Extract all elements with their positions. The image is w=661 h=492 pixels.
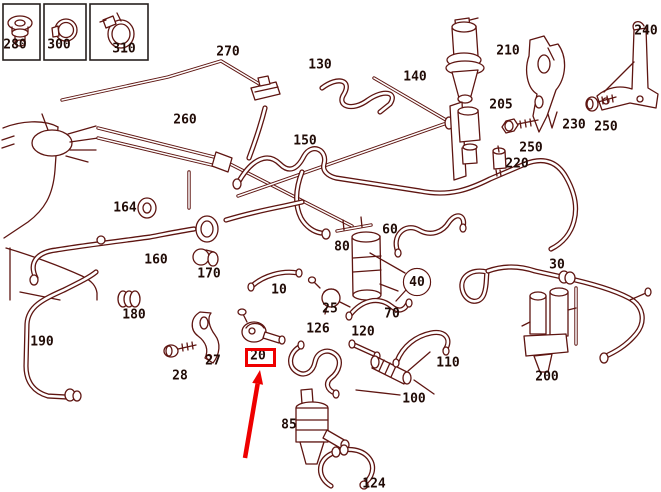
car-body-sketch <box>1 121 98 301</box>
screw-230 <box>501 111 558 134</box>
vacuum-manifold <box>31 113 99 163</box>
hose-190 <box>26 272 96 402</box>
hose-70 <box>345 299 413 321</box>
pipe-260 <box>96 126 354 228</box>
valve-25 <box>307 276 351 315</box>
grommet-164 <box>137 197 157 219</box>
legend-cell-310 <box>89 3 149 61</box>
legend-cell-300 <box>43 3 87 61</box>
valve-assembly-205 <box>449 101 481 181</box>
bracket-240 <box>596 21 659 111</box>
canister-80 <box>335 216 399 301</box>
hose-160 <box>29 202 302 286</box>
hose-124 <box>321 444 373 490</box>
legend-box <box>2 3 149 61</box>
check-valve-100 <box>355 351 435 396</box>
pipe-270 <box>60 59 263 102</box>
hose-130 <box>322 81 392 112</box>
hose-60 <box>395 216 467 258</box>
grommet-icon <box>7 15 33 47</box>
hose-10 <box>247 268 303 292</box>
connector-270 <box>250 75 281 101</box>
connector-260 <box>211 151 233 173</box>
pump-85 <box>295 388 350 465</box>
screw-28 <box>163 341 197 358</box>
highlight-box <box>245 348 276 367</box>
valve-assembly-200 <box>521 286 578 373</box>
hose-30 <box>462 267 652 364</box>
sensor-220 <box>492 145 507 177</box>
hose-150 <box>232 149 576 249</box>
hose-270-drop <box>249 108 265 158</box>
spring-180 <box>117 290 141 308</box>
fitting-170 <box>192 248 219 267</box>
bracket-27 <box>191 311 220 364</box>
valve-210 <box>445 17 485 104</box>
hose-110 <box>392 332 449 368</box>
bracket-230 <box>526 35 566 133</box>
hose-126 <box>291 340 340 399</box>
valve-20 <box>237 308 286 345</box>
screw-250 <box>585 94 617 112</box>
grommet-160 <box>195 215 219 243</box>
screw-clamp-icon <box>99 12 135 49</box>
legend-cell-280 <box>2 3 41 61</box>
hose-clamp-icon <box>51 18 78 42</box>
